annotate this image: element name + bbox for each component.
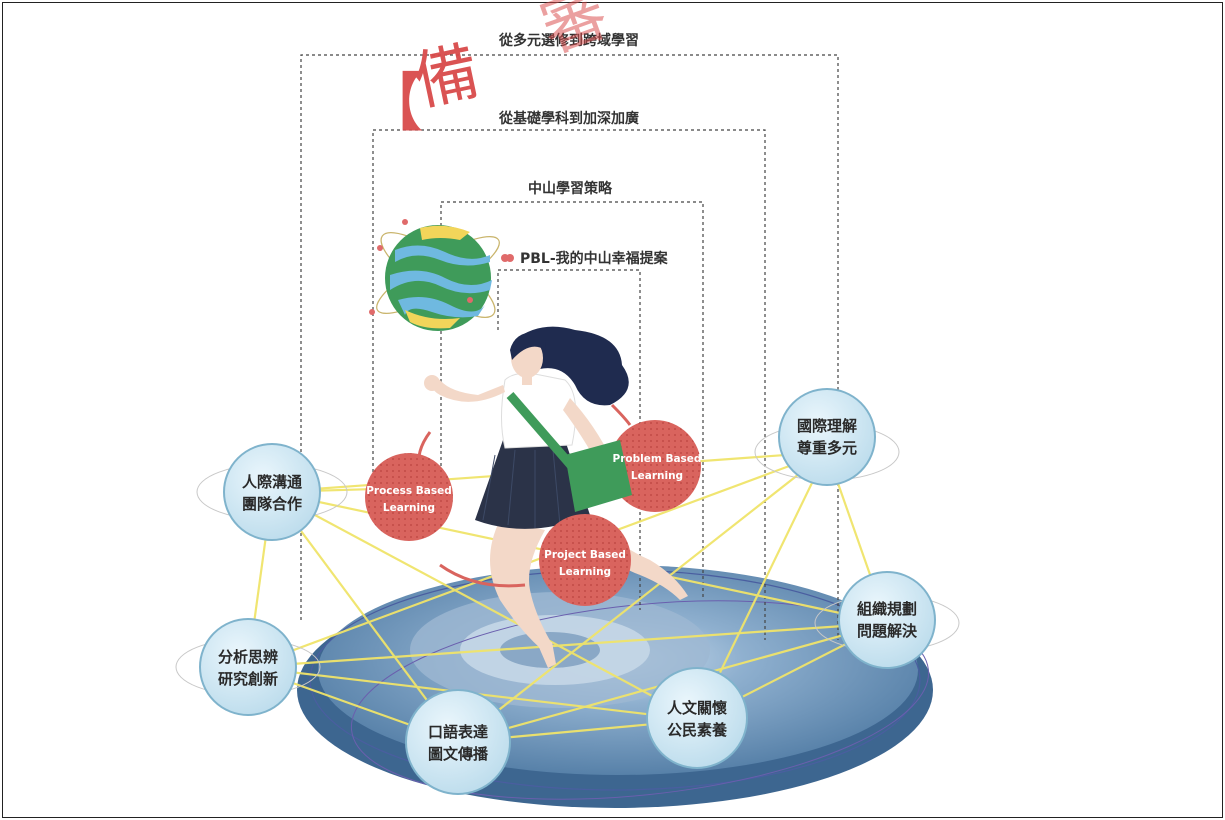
watermark-char-2: 審 xyxy=(532,0,617,68)
level-title-4: PBL-我的中山幸福提案 xyxy=(520,250,669,267)
method-project-based xyxy=(439,514,631,606)
level-frame-2 xyxy=(372,129,766,640)
competency-node-2-circle xyxy=(814,571,960,669)
watermark-bracket: 【 xyxy=(360,67,424,141)
competency-node-5-circle xyxy=(646,667,748,769)
competency-2-line1: 組織規劃 xyxy=(857,600,917,618)
competency-4-line1: 口語表達 xyxy=(428,723,488,741)
level-title-1: 從多元選修到跨域學習 xyxy=(498,32,639,49)
competency-node-1-circle xyxy=(754,388,900,486)
competency-node-0-circle xyxy=(196,443,348,541)
method-process-label-1: Process Based xyxy=(366,485,452,497)
competency-node-3-circle xyxy=(175,618,321,716)
method-process-label-2: Learning xyxy=(383,502,435,514)
competency-5-line1: 人文關懷 xyxy=(667,699,727,717)
globe-illustration xyxy=(369,219,509,331)
competency-node-4-circle xyxy=(405,689,511,795)
competency-5-line2: 公民素養 xyxy=(667,721,728,739)
competency-0-line2: 團隊合作 xyxy=(242,495,302,513)
watermark: 【 備 審 xyxy=(360,0,617,141)
method-project-label-2: Learning xyxy=(559,566,611,578)
method-process-based xyxy=(365,431,453,541)
competency-1-line1: 國際理解 xyxy=(797,417,857,435)
level-title-4-group: PBL-我的中山幸福提案 xyxy=(506,250,669,267)
competency-3-line1: 分析思辨 xyxy=(218,648,278,666)
level-frame-1 xyxy=(300,54,839,640)
competency-4-line2: 圖文傳播 xyxy=(428,745,489,763)
method-problem-label-1: Problem Based xyxy=(613,453,702,465)
level-frame-3 xyxy=(440,201,704,600)
competency-1-line2: 尊重多元 xyxy=(797,439,857,457)
competency-3-line2: 研究創新 xyxy=(218,670,278,688)
competency-0-line1: 人際溝通 xyxy=(242,473,302,491)
level-title-3: 中山學習策略 xyxy=(528,180,613,197)
competency-2-line2: 問題解決 xyxy=(857,622,918,640)
method-problem-based xyxy=(609,403,701,512)
level-title-2: 從基礎學科到加深加廣 xyxy=(498,110,639,127)
method-problem-label-2: Learning xyxy=(631,470,683,482)
method-project-label-1: Project Based xyxy=(544,549,626,561)
watermark-char-1: 備 xyxy=(408,35,486,121)
